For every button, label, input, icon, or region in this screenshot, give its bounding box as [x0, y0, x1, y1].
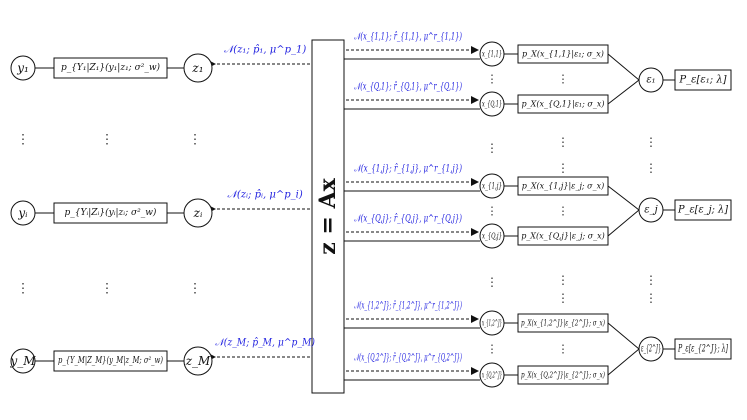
- factor-eps-edge: [607, 209, 640, 237]
- message-label-right: 𝒩(x_{Q,1}; r̂_{Q,1}, μ^r_{Q,1}): [354, 82, 462, 93]
- x-node: [479, 310, 505, 336]
- ellipsis: ⋮: [557, 273, 569, 287]
- prior-factor-label: p_X(x_{1,2^J}|ε_{2^J}; σ_x): [521, 319, 605, 328]
- message-label-right: 𝒩(x_{Q,2^J}; r̂_{Q,2^J}, μ^r_{Q,2^J}): [354, 353, 462, 364]
- prior-factor: [517, 176, 609, 196]
- z-node-label: z₁: [191, 61, 203, 75]
- ellipsis: ⋮: [645, 291, 657, 305]
- prior-factor: [517, 44, 609, 64]
- message-label-right: 𝒩(x_{1,2^J}; r̂_{1,2^J}, μ^r_{1,2^J}): [354, 301, 462, 312]
- epsilon-prior-factor: [674, 69, 732, 91]
- likelihood-label: p_{Yᵢ|Zᵢ}(yᵢ|zᵢ; σ²_w): [65, 207, 157, 218]
- y-node-label: yᵢ: [17, 206, 28, 220]
- z-node-label: zᵢ: [193, 206, 203, 220]
- message-label-left: 𝒩(z_M; p̂_M, μ^p_M): [215, 338, 315, 349]
- epsilon-node: [638, 336, 664, 362]
- x-node-label: x_{Q,1}: [482, 100, 502, 109]
- x-node-label: x_{1,1}: [482, 50, 502, 59]
- factor-eps-edge: [607, 185, 640, 211]
- factor-eps-edge: [607, 79, 640, 105]
- x-node-label: x_{Q,2^J}: [482, 371, 502, 380]
- ellipsis: ⋮: [17, 282, 30, 297]
- epsilon-node-label: ε_j: [644, 205, 657, 216]
- prior-factor-label: p_X(x_{Q,2^J}|ε_{2^J}; σ_x): [521, 371, 605, 380]
- factor-eps-edge: [607, 53, 640, 81]
- x-node: [479, 173, 505, 199]
- ellipsis: ⋮: [558, 73, 569, 86]
- likelihood-factor: [53, 57, 168, 79]
- x-node-label: x_{1,2^J}: [482, 319, 502, 328]
- prior-factor-label: p_X(x_{1,j}|ε_j; σ_x): [522, 182, 605, 191]
- ellipsis: ⋮: [487, 343, 498, 356]
- prior-factor: [517, 226, 609, 246]
- epsilon-prior-factor: [674, 199, 732, 221]
- z-node: [183, 53, 213, 83]
- prior-factor: [517, 365, 609, 385]
- message-label-left: 𝒩(z₁; p̂₁, μ^p_1): [224, 45, 307, 56]
- prior-factor: [517, 313, 609, 333]
- prior-factor-label: p_X(x_{Q,1}|ε₁; σ_x): [522, 100, 605, 109]
- likelihood-label: p_{Y₁|Z₁}(y₁|z₁; σ²_w): [61, 62, 161, 73]
- epsilon-prior-label: P_ε[ε_j; λ]: [677, 205, 728, 216]
- likelihood-label: p_{Y_M|Z_M}(y_M|z_M; σ²_w): [58, 355, 163, 366]
- ellipsis: ⋮: [645, 161, 657, 175]
- matrix-block: [311, 39, 345, 394]
- matrix-label: z = Ax: [315, 177, 341, 254]
- epsilon-prior-factor: [674, 338, 732, 360]
- message-label-right: 𝒩(x_{1,j}; r̂_{1,j}, μ^r_{1,j}): [354, 164, 462, 175]
- z-node: [183, 346, 213, 376]
- epsilon-node-label: ε₁: [646, 75, 655, 86]
- prior-factor: [517, 94, 609, 114]
- epsilon-node-label: ε_{2^J}: [641, 344, 661, 355]
- prior-factor-label: p_X(x_{1,1}|ε₁; σ_x): [522, 50, 604, 59]
- ellipsis: ⋮: [645, 273, 657, 287]
- y-node: [10, 200, 36, 226]
- epsilon-prior-label: P_ε[ε_{2^J}; λ]: [677, 344, 728, 355]
- likelihood-factor: [53, 350, 168, 372]
- ellipsis: ⋮: [487, 205, 498, 218]
- epsilon-node: [638, 197, 664, 223]
- ellipsis: ⋮: [487, 73, 498, 86]
- y-node: [10, 55, 36, 81]
- epsilon-prior-label: P_ε[ε₁; λ]: [678, 75, 726, 86]
- ellipsis: ⋮: [558, 343, 569, 356]
- ellipsis: ⋮: [189, 133, 202, 148]
- ellipsis: ⋮: [558, 205, 569, 218]
- ellipsis: ⋮: [557, 291, 569, 305]
- ellipsis: ⋮: [557, 135, 569, 149]
- ellipsis: ⋮: [189, 282, 202, 297]
- x-node: [479, 91, 505, 117]
- factor-eps-edge: [607, 348, 640, 376]
- x-node: [479, 223, 505, 249]
- ellipsis: ⋮: [486, 141, 498, 155]
- message-label-right: 𝒩(x_{Q,j}; r̂_{Q,j}, μ^r_{Q,j}): [354, 214, 462, 225]
- x-node: [479, 41, 505, 67]
- factor-eps-edge: [607, 322, 640, 350]
- epsilon-node: [638, 67, 664, 93]
- ellipsis: ⋮: [557, 161, 569, 175]
- ellipsis: ⋮: [486, 275, 498, 289]
- y-node-label: y₁: [16, 61, 29, 75]
- z-node-label: z_M: [185, 354, 211, 368]
- x-node: [479, 362, 505, 388]
- x-node-label: x_{Q,j}: [482, 232, 502, 241]
- ellipsis: ⋮: [645, 135, 657, 149]
- ellipsis: ⋮: [101, 282, 114, 297]
- message-label-right: 𝒩(x_{1,1}; r̂_{1,1}, μ^r_{1,1}): [354, 32, 462, 43]
- y-node: [10, 348, 36, 374]
- message-label-left: 𝒩(zᵢ; p̂ᵢ, μ^p_i): [227, 190, 303, 201]
- z-node: [183, 198, 213, 228]
- ellipsis: ⋮: [101, 133, 114, 148]
- y-node-label: y_M: [9, 354, 36, 368]
- ellipsis: ⋮: [17, 133, 30, 148]
- prior-factor-label: p_X(x_{Q,j}|ε_j; σ_x): [521, 232, 605, 241]
- likelihood-factor: [53, 202, 168, 224]
- x-node-label: x_{1,j}: [482, 182, 502, 191]
